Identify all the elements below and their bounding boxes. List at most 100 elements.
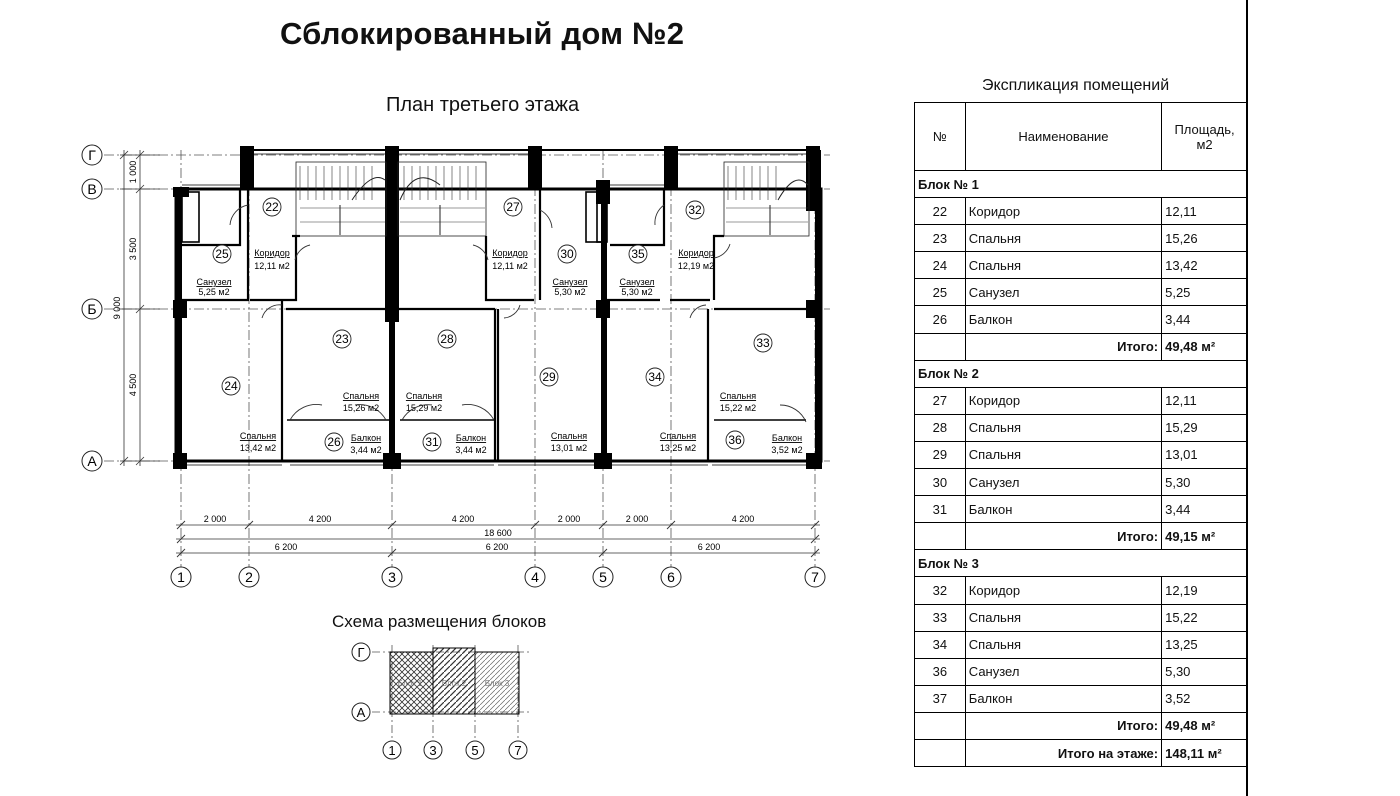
axis-label-col: 5: [599, 569, 607, 585]
room-no-cell: 31: [914, 495, 966, 524]
room-area-cell: 15,22: [1161, 603, 1248, 632]
room-no-cell: 37: [914, 684, 966, 713]
room-area-cell: 3,44: [1161, 495, 1248, 524]
axis-label-col: 2: [245, 569, 253, 585]
room-name: Коридор: [678, 248, 714, 258]
total-row: Итого:49,48 м²: [914, 332, 1248, 361]
room-name: Балкон: [456, 433, 486, 443]
dimension-text: 6 200: [486, 542, 509, 552]
grand-total-row: Итого на этаже:148,11 м²: [914, 738, 1248, 768]
room-name: Коридор: [254, 248, 290, 258]
room-number: 25: [215, 247, 229, 261]
room-no-cell: 34: [914, 630, 966, 659]
total-empty-cell: [914, 738, 966, 768]
room-name-cell: Спальня: [964, 603, 1163, 632]
room-name-cell: Балкон: [964, 495, 1163, 524]
room-area: 12,19 м2: [678, 261, 714, 271]
block-name: Блок № 1: [914, 169, 1248, 199]
room-name: Балкон: [351, 433, 381, 443]
room-no-cell: 22: [914, 197, 966, 226]
room-area-cell: 12,11: [1161, 197, 1248, 226]
room-area-cell: 13,42: [1161, 251, 1248, 280]
room-area: 5,30 м2: [621, 287, 652, 297]
room-area-cell: 5,30: [1161, 468, 1248, 497]
room-area: 3,44 м2: [455, 445, 486, 455]
room-name-cell: Спальня: [964, 224, 1163, 253]
room-area: 3,44 м2: [350, 445, 381, 455]
room-name-cell: Санузел: [964, 278, 1163, 307]
room-no-cell: 32: [914, 576, 966, 605]
room-number: 24: [224, 379, 238, 393]
room-number: 26: [327, 435, 341, 449]
total-row: Итого:49,15 м²: [914, 522, 1248, 551]
axis-label-row: А: [87, 453, 97, 469]
grand-total-value: 148,11 м²: [1161, 738, 1248, 768]
room-number: 32: [688, 203, 702, 217]
scheme-title: Схема размещения блоков: [332, 612, 547, 631]
room-number: 36: [728, 433, 742, 447]
room-area-cell: 13,01: [1161, 440, 1248, 470]
total-row: Итого:49,48 м²: [914, 711, 1248, 740]
room-area-cell: 12,11: [1161, 386, 1248, 415]
room-no-cell: 24: [914, 251, 966, 280]
room-name-cell: Балкон: [964, 305, 1163, 334]
room-area: 13,01 м2: [551, 443, 587, 453]
room-no-cell: 26: [914, 305, 966, 334]
room-name-cell: Коридор: [964, 197, 1163, 226]
axis-label-col: 6: [667, 569, 675, 585]
axis-label-col: 3: [388, 569, 396, 585]
room-name-cell: Спальня: [964, 251, 1163, 280]
room-name: Санузел: [196, 277, 231, 287]
dimension-text: 18 600: [484, 528, 512, 538]
room-name: Спальня: [551, 431, 587, 441]
room-name-cell: Санузел: [964, 468, 1163, 497]
dimension-text: 6 200: [698, 542, 721, 552]
dimension-text: 4 200: [309, 514, 332, 524]
axis-label-row: В: [87, 181, 96, 197]
room-area: 15,29 м2: [406, 403, 442, 413]
room-area-cell: 12,19: [1161, 576, 1248, 605]
room-area-cell: 15,29: [1161, 413, 1248, 442]
room-name: Коридор: [492, 248, 528, 258]
column-header: Наименование: [964, 102, 1163, 171]
room-number: 30: [560, 247, 574, 261]
room-name-cell: Коридор: [964, 386, 1163, 415]
room-area: 15,26 м2: [343, 403, 379, 413]
room-no-cell: 28: [914, 413, 966, 442]
room-area: 3,52 м2: [771, 445, 802, 455]
room-number: 22: [265, 200, 279, 214]
total-empty-cell: [914, 522, 966, 551]
room-number: 31: [425, 435, 439, 449]
axis-label-row: Г: [88, 147, 96, 163]
dimension-text: 2 000: [558, 514, 581, 524]
room-area: 5,25 м2: [198, 287, 229, 297]
room-no-cell: 23: [914, 224, 966, 253]
room-area: 5,30 м2: [554, 287, 585, 297]
room-area-cell: 3,44: [1161, 305, 1248, 334]
room-name-cell: Спальня: [964, 630, 1163, 659]
room-area-cell: 5,25: [1161, 278, 1248, 307]
room-name-cell: Балкон: [964, 684, 1163, 713]
explication-title: Экспликация помещений: [982, 77, 1170, 94]
room-name: Спальня: [406, 391, 442, 401]
dimension-text: 1 000: [128, 161, 138, 184]
axis-label-row: Б: [87, 301, 96, 317]
room-area-cell: 15,26: [1161, 224, 1248, 253]
room-name: Балкон: [772, 433, 802, 443]
grand-total-label: Итого на этаже:: [964, 738, 1163, 768]
total-empty-cell: [914, 332, 966, 361]
room-name: Спальня: [240, 431, 276, 441]
